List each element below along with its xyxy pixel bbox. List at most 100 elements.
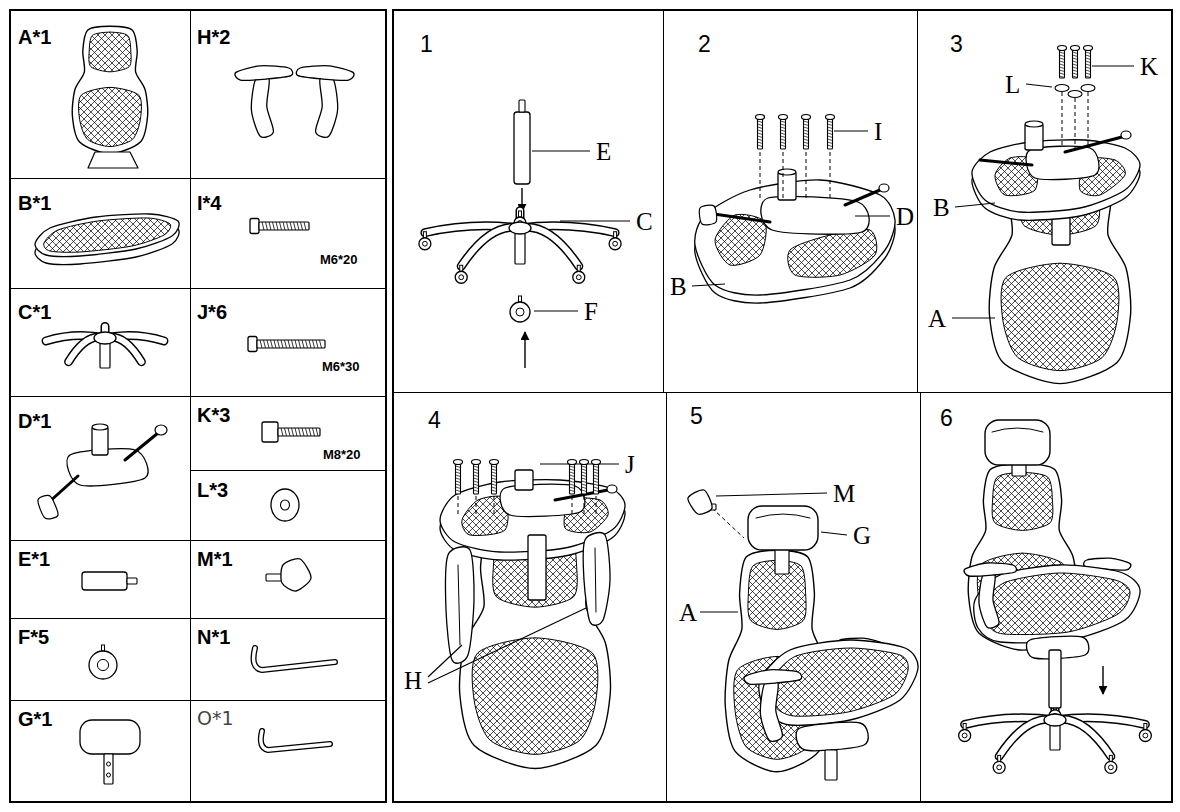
screw-thread [1086,67,1091,69]
caster-hub [97,659,108,670]
caster-hub [1143,733,1148,738]
screw-thread [492,487,497,489]
step-panel: 3KLBA [917,10,1173,393]
leader-line [700,611,738,612]
caster-stem [519,296,522,302]
gas-pin [519,100,525,112]
part-cell: E*1 [10,540,191,619]
armrest [446,547,474,663]
guide-line [476,496,477,515]
gas-cylinder [825,750,837,780]
screw-head [1084,46,1093,51]
screw-thread [758,145,763,147]
step-number: 3 [950,33,963,56]
screw-thread [299,428,301,436]
screw-shaft [781,117,786,149]
leader-line [1026,84,1052,87]
screw-thread [570,475,575,477]
screw-thread [804,145,809,147]
screw-shaft [582,462,587,494]
screw-thread [474,475,479,477]
size-spec: M6*30 [322,360,360,373]
screw-thread [492,466,497,468]
screw-thread [276,222,278,230]
callout-letter: D [896,204,914,229]
guide-line [712,508,744,538]
screw-thread [269,222,271,230]
part-cell: A*1 [10,10,191,179]
screw-thread [297,222,299,230]
guide-line [584,496,585,515]
screw-thread [594,487,599,489]
gas-cylinder [1049,650,1061,708]
mechanism-knob [92,427,108,455]
seat-mesh [788,229,877,277]
part-label: E*1 [18,549,50,569]
leader-line [821,532,847,535]
screw-thread [804,142,809,144]
screw-head [779,115,788,120]
screw-thread [306,340,308,348]
caster-hub [422,241,427,246]
allen-key [254,648,335,670]
screw-thread [474,481,479,483]
screw-thread [492,472,497,474]
part-label: F*5 [18,627,49,647]
armrest-pad [235,66,293,81]
step-panel: 5MGA [666,392,921,803]
step-panel: 4JH [393,392,667,803]
caster [419,238,431,250]
allen-key [261,731,330,750]
screw-thread [306,428,308,436]
caster-hub [576,275,581,280]
screw-thread [1073,52,1078,54]
callout-letter: B [933,195,950,220]
screw-thread [288,428,290,436]
screw-thread [456,490,461,492]
screw-thread [267,340,269,348]
step-number: 4 [428,409,441,432]
mechanism-ball [1121,131,1131,139]
arrow [1102,666,1103,694]
screw-thread [492,478,497,480]
caster [609,238,621,250]
screw-head [580,460,589,465]
screw-thread [302,340,304,348]
caster [455,271,467,283]
screw-thread [474,469,479,471]
screw-shaft [278,428,320,436]
backrest-mesh [89,32,131,72]
screw-thread [266,222,268,230]
caster-stem [519,211,522,217]
mechanism-ball [879,184,889,192]
mechanism-lever [980,160,1032,165]
screw-thread [582,472,587,474]
headrest [992,428,1043,432]
callout-letter: J [625,452,635,477]
mechanism-rod [845,190,880,205]
headrest [756,514,810,518]
screw-thread [781,121,786,123]
screw-thread [1086,64,1091,66]
callout-letter: C [636,209,653,234]
screw-thread [570,487,575,489]
screw-thread [271,340,273,348]
part-cell: G*1 [10,700,191,803]
screw-thread [1073,64,1078,66]
screw-thread [804,124,809,126]
screw-thread [1060,58,1065,60]
screw-thread [582,469,587,471]
screw-thread [804,127,809,129]
screw-thread [781,124,786,126]
caster [959,729,971,741]
seat-mesh [44,218,171,252]
screw-thread [313,428,315,436]
base-leg [461,227,520,266]
callout-letter: I [874,119,882,144]
knob [688,490,712,514]
base-hub [94,332,116,344]
caster-stem [1144,723,1147,729]
screw-head [1071,46,1080,51]
base-leg [520,227,579,266]
